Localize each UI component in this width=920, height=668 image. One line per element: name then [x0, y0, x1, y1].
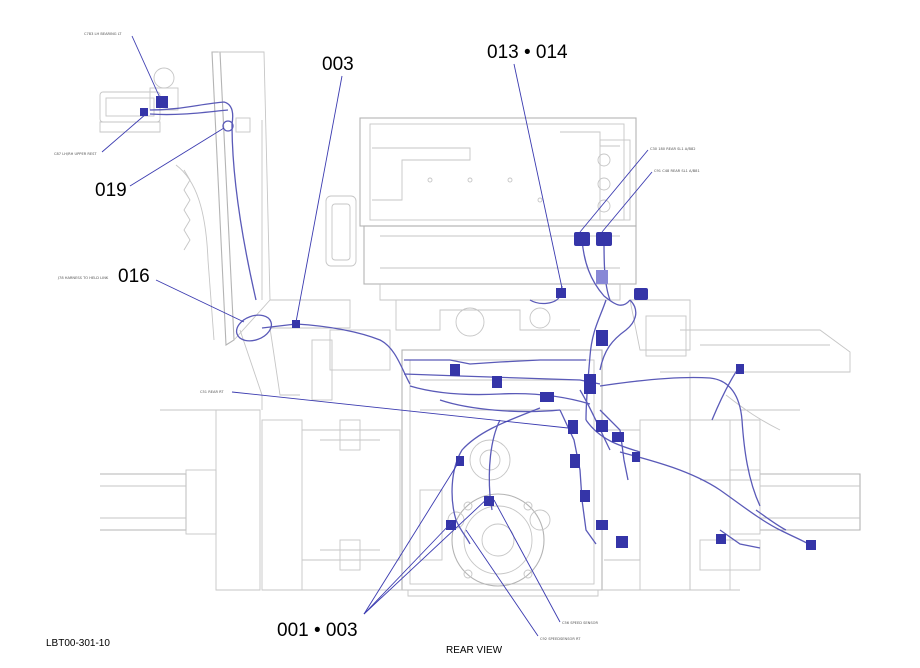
- label-harness-link: J78 HARNESS TO HELD LINK: [57, 276, 109, 280]
- callout-016: 016: [118, 266, 150, 287]
- label-rear-sl-1: C30 180 REAR SL1 A/B82: [650, 147, 696, 151]
- callout-019: 019: [95, 180, 127, 201]
- label-speedsensor-rt: C92 SPEEDSENSOR RT: [540, 637, 581, 641]
- callout-013-014: 013 • 014: [487, 42, 568, 63]
- label-rear-rt: C51 REAR RT: [200, 390, 224, 394]
- callout-003-top: 003: [322, 54, 354, 75]
- leader-lines: [101, 35, 653, 637]
- label-speed-sensor: C56 SPEED SENSOR: [562, 621, 598, 625]
- callout-001-003: 001 • 003: [277, 620, 358, 641]
- view-label: REAR VIEW: [446, 645, 503, 656]
- label-bearing-lt: C783 LH BEARING LT: [84, 32, 122, 36]
- mechanical-outline: [99, 51, 861, 597]
- callouts: 003 013 • 014 019 016 001 • 003: [95, 42, 568, 641]
- connector-labels: C783 LH BEARING LT C87 LH/RH UPPER REST …: [54, 32, 700, 641]
- label-rear-sl-2: C91 C48 REAR SL1 A/B81: [654, 169, 700, 173]
- wiring-harness: [140, 96, 816, 550]
- drawing-number: LBT00-301-10: [46, 638, 110, 649]
- label-upper-rest: C87 LH/RH UPPER REST: [54, 152, 97, 156]
